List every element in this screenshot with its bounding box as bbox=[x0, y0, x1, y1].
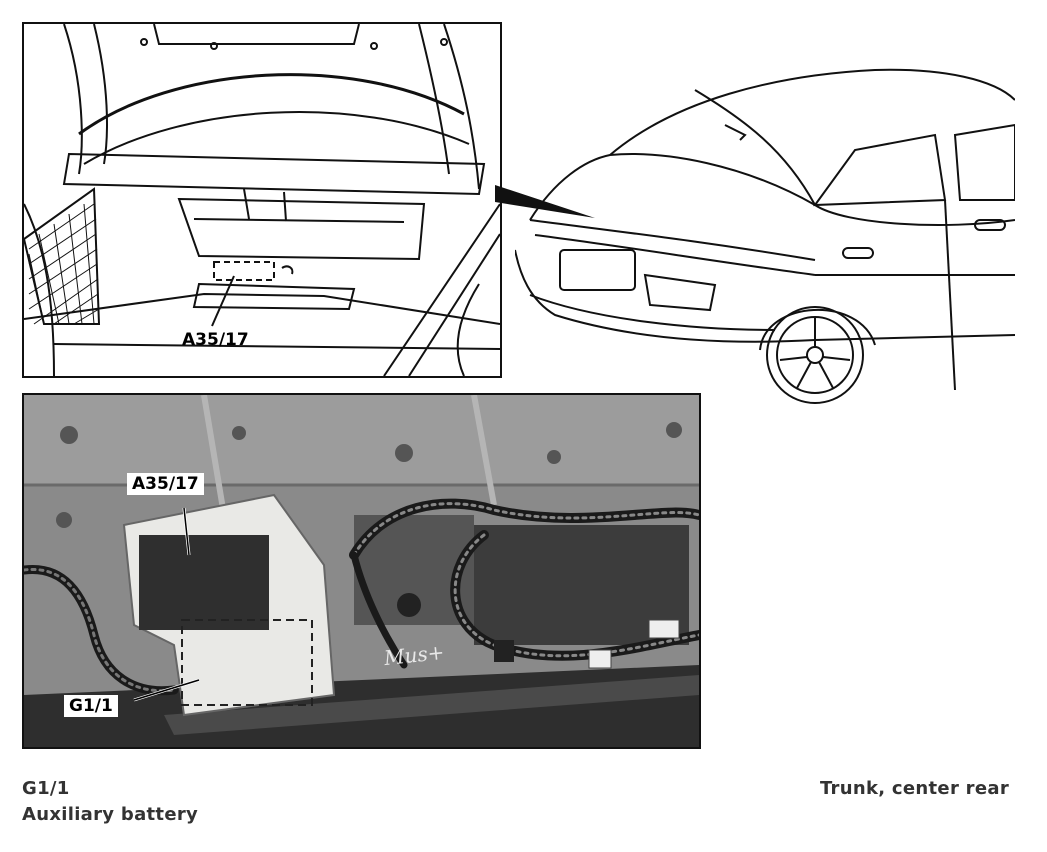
component-location: Trunk, center rear bbox=[819, 778, 1009, 799]
trunk-line-drawing bbox=[24, 24, 500, 376]
sedan-rear-drawing bbox=[515, 68, 1015, 404]
callout-a35-17-illustration: A35/17 bbox=[182, 330, 249, 350]
photo-scene bbox=[24, 395, 699, 747]
trunk-illustration: A35/17 bbox=[22, 22, 502, 378]
component-code: G1/1 bbox=[22, 778, 70, 799]
component-photo: Mus+ A35/17 G1/1 bbox=[22, 393, 701, 749]
zoom-connector-wedge bbox=[495, 185, 595, 218]
callout-g1-1-photo: G1/1 bbox=[64, 695, 118, 717]
component-name: Auxiliary battery bbox=[22, 804, 199, 825]
callout-a35-17-photo: A35/17 bbox=[127, 473, 204, 495]
